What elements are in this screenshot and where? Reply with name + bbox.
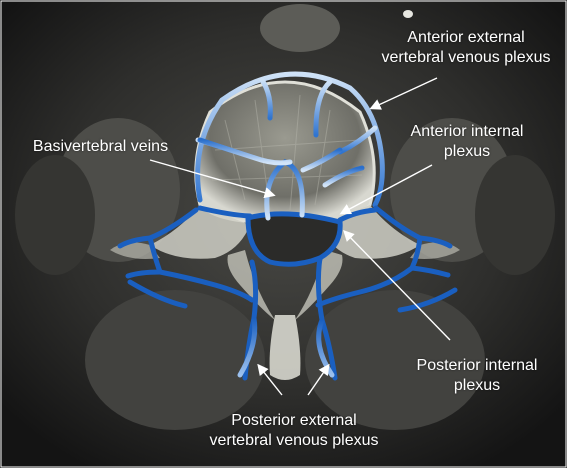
label-posterior-internal-line2: plexus — [402, 376, 552, 396]
label-posterior-external-line2: vertebral venous plexus — [196, 431, 392, 451]
aorta-shape — [260, 4, 340, 52]
label-anterior-internal-line2: plexus — [392, 142, 542, 162]
label-anterior-internal-line1: Anterior internal — [392, 122, 542, 142]
label-basivertebral-veins: Basivertebral veins — [18, 137, 183, 157]
label-basivertebral-line1: Basivertebral veins — [18, 137, 183, 157]
label-posterior-internal-line1: Posterior internal — [402, 356, 552, 376]
label-posterior-external-line1: Posterior external — [196, 411, 392, 431]
label-posterior-internal-plexus: Posterior internal plexus — [402, 356, 552, 396]
left-paraspinal-muscle — [85, 290, 265, 430]
spinous-process — [270, 315, 301, 380]
left-kidney — [15, 155, 95, 275]
label-posterior-external-plexus: Posterior external vertebral venous plex… — [196, 411, 392, 451]
label-anterior-internal-plexus: Anterior internal plexus — [392, 122, 542, 162]
right-kidney — [475, 155, 555, 275]
label-anterior-external-plexus: Anterior external vertebral venous plexu… — [376, 28, 556, 68]
spinal-canal — [248, 214, 340, 264]
label-anterior-external-line1: Anterior external — [376, 28, 556, 48]
bright-dot — [403, 10, 413, 18]
label-anterior-external-line2: vertebral venous plexus — [376, 48, 556, 68]
